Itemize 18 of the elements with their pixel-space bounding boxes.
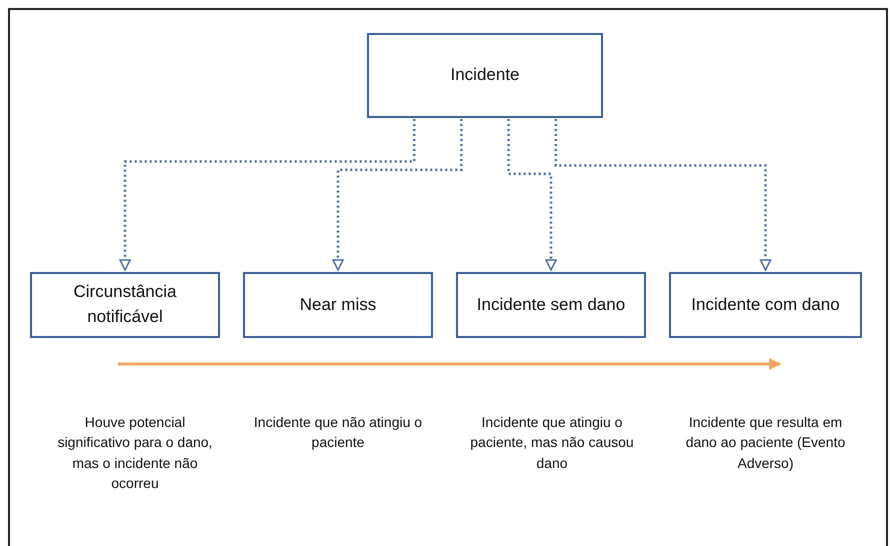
dotted-arrow [119,119,416,271]
description-text: Houve potencial significativo para o dano, mas o incidente não ocorreu [56,413,214,493]
dotted-arrow [554,119,772,271]
type-box [30,272,220,338]
description-text: Incidente que atingiu o paciente, mas não causou dano [469,413,635,473]
node-title: Circunstância notificável [72,281,178,328]
dotted-arrow [507,119,557,271]
description-text: Incidente que não atingiu o paciente [253,413,423,452]
node-title: Incidente [450,64,520,86]
node-title: Near miss [298,294,378,316]
description-text: Incidente que resulta em dano ao paciente (Evento Adverso) [684,413,846,473]
node-title: Incidente com dano [690,294,841,316]
type-box [243,272,433,338]
type-box [456,272,646,338]
category-box [367,33,603,118]
type-box [669,272,862,338]
dotted-arrow [332,119,463,271]
node-title: Incidente sem dano [476,294,626,316]
